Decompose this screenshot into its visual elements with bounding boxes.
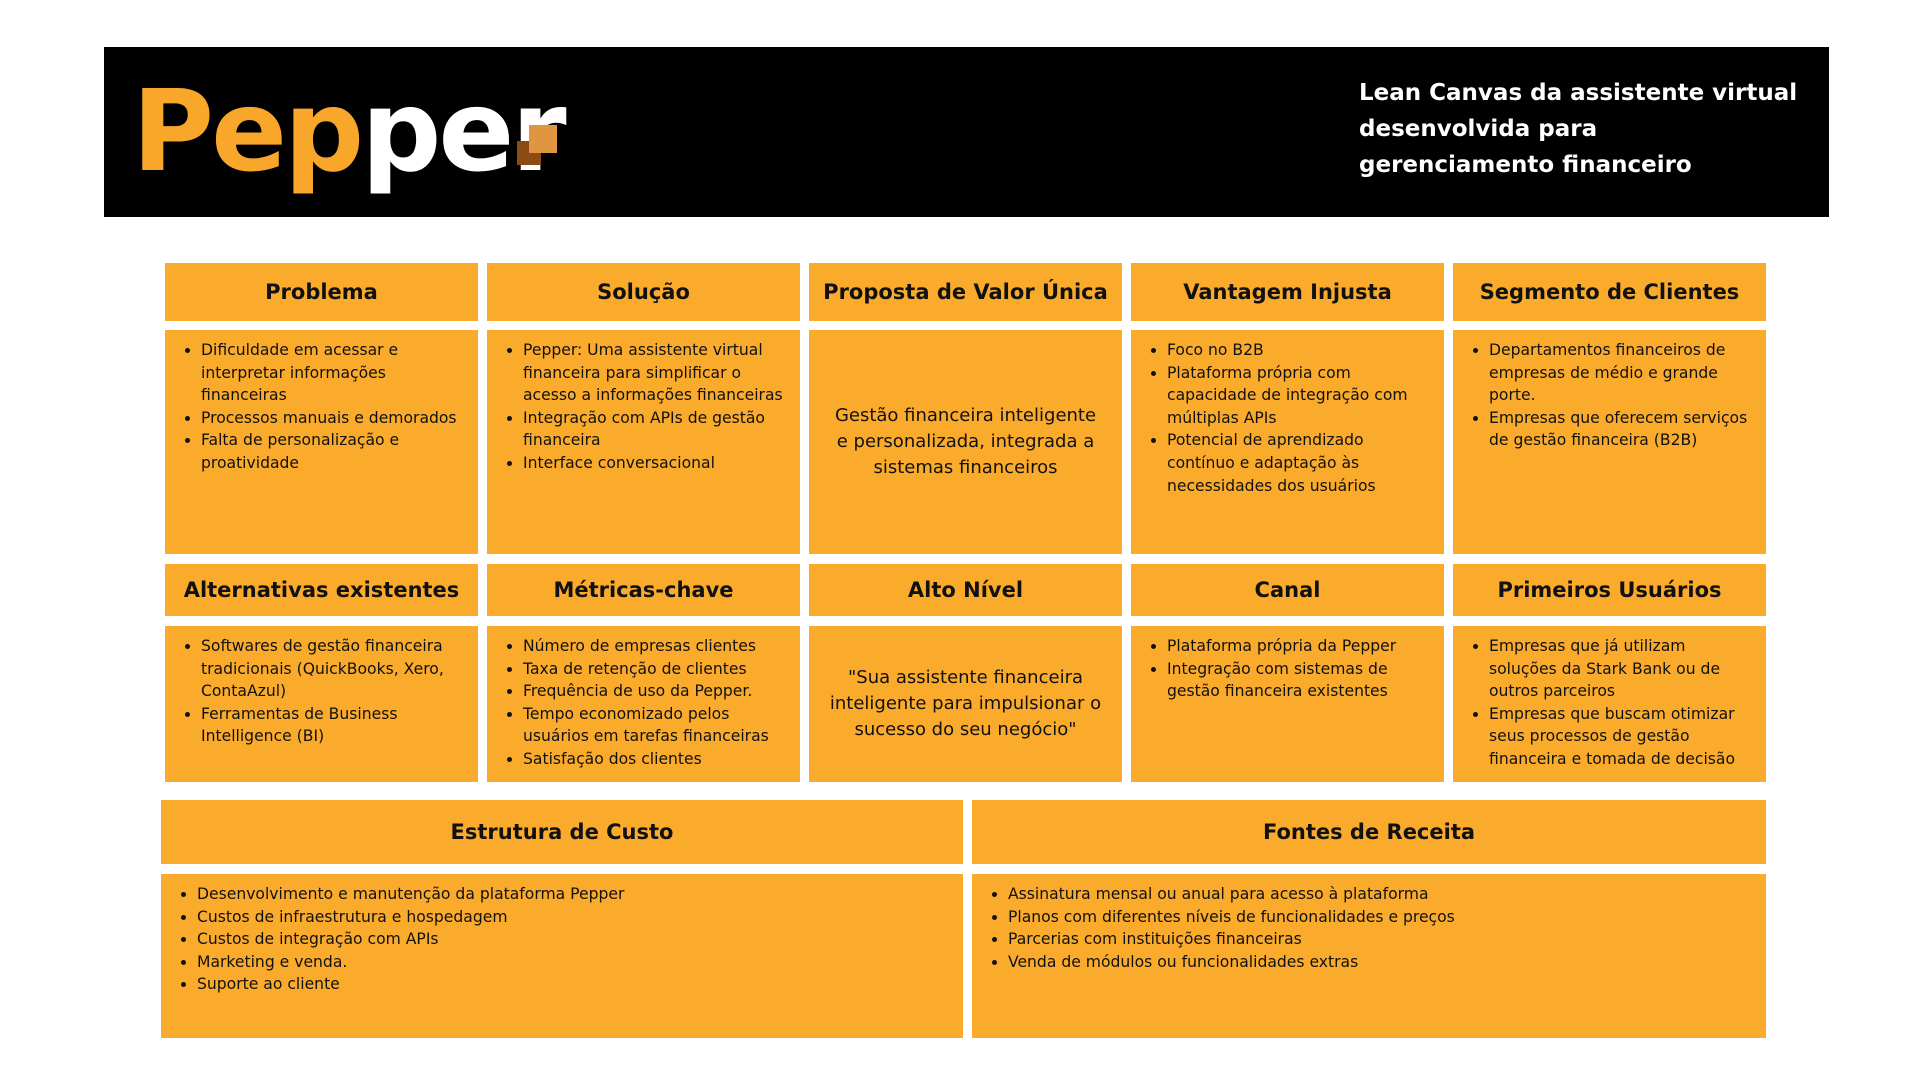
custo-title: Estrutura de Custo <box>161 800 963 864</box>
list-item: Custos de infraestrutura e hospedagem <box>197 906 953 929</box>
alternativas-list: Softwares de gestão financeira tradicion… <box>165 626 478 748</box>
list-item: Falta de personalização e proatividade <box>201 429 468 474</box>
solucao-body: Pepper: Uma assistente virtual financeir… <box>487 330 800 554</box>
list-item: Plataforma própria da Pepper <box>1167 635 1434 658</box>
receita-title: Fontes de Receita <box>972 800 1766 864</box>
receita-body: Assinatura mensal ou anual para acesso à… <box>972 874 1766 1038</box>
list-item: Empresas que já utilizam soluções da Sta… <box>1489 635 1756 703</box>
custo-body: Desenvolvimento e manutenção da platafor… <box>161 874 963 1038</box>
canal-body: Plataforma própria da Pepper Integração … <box>1131 626 1444 782</box>
vantagem-title: Vantagem Injusta <box>1131 263 1444 321</box>
list-item: Frequência de uso da Pepper. <box>523 680 790 703</box>
primeiros-body: Empresas que já utilizam soluções da Sta… <box>1453 626 1766 782</box>
list-item: Desenvolvimento e manutenção da platafor… <box>197 883 953 906</box>
list-item: Pepper: Uma assistente virtual financeir… <box>523 339 790 407</box>
receita-list: Assinatura mensal ou anual para acesso à… <box>972 874 1766 973</box>
metricas-title: Métricas-chave <box>487 564 800 616</box>
page-title: Lean Canvas da assistente virtual desenv… <box>1359 80 1798 178</box>
list-item: Assinatura mensal ou anual para acesso à… <box>1008 883 1756 906</box>
vantagem-list: Foco no B2B Plataforma própria com capac… <box>1131 330 1444 497</box>
canal-title: Canal <box>1131 564 1444 616</box>
vantagem-body: Foco no B2B Plataforma própria com capac… <box>1131 330 1444 554</box>
solucao-title: Solução <box>487 263 800 321</box>
logo-text-orange: Pep <box>132 67 364 197</box>
list-item: Taxa de retenção de clientes <box>523 658 790 681</box>
list-item: Marketing e venda. <box>197 951 953 974</box>
list-item: Satisfação dos clientes <box>523 748 790 771</box>
proposta-title: Proposta de Valor Única <box>809 263 1122 321</box>
segmento-body: Departamentos financeiros de empresas de… <box>1453 330 1766 554</box>
list-item: Empresas que oferecem serviços de gestão… <box>1489 407 1756 452</box>
list-item: Departamentos financeiros de empresas de… <box>1489 339 1756 407</box>
list-item: Venda de módulos ou funcionalidades extr… <box>1008 951 1756 974</box>
alto-nivel-body: "Sua assistente financeira inteligente p… <box>809 626 1122 782</box>
logo-squares-icon <box>517 125 561 167</box>
list-item: Interface conversacional <box>523 452 790 475</box>
canal-list: Plataforma própria da Pepper Integração … <box>1131 626 1444 703</box>
alto-nivel-title: Alto Nível <box>809 564 1122 616</box>
problema-list: Dificuldade em acessar e interpretar inf… <box>165 330 478 475</box>
problema-body: Dificuldade em acessar e interpretar inf… <box>165 330 478 554</box>
list-item: Integração com APIs de gestão financeira <box>523 407 790 452</box>
list-item: Tempo economizado pelos usuários em tare… <box>523 703 790 748</box>
problema-title: Problema <box>165 263 478 321</box>
solucao-list: Pepper: Uma assistente virtual financeir… <box>487 330 800 475</box>
list-item: Potencial de aprendizado contínuo e adap… <box>1167 429 1434 497</box>
alternativas-title: Alternativas existentes <box>165 564 478 616</box>
list-item: Empresas que buscam otimizar seus proces… <box>1489 703 1756 771</box>
metricas-body: Número de empresas clientes Taxa de rete… <box>487 626 800 782</box>
list-item: Softwares de gestão financeira tradicion… <box>201 635 468 703</box>
header-banner: Pepper Lean Canvas da assistente virtual… <box>104 47 1829 217</box>
alternativas-body: Softwares de gestão financeira tradicion… <box>165 626 478 782</box>
list-item: Número de empresas clientes <box>523 635 790 658</box>
metricas-list: Número de empresas clientes Taxa de rete… <box>487 626 800 771</box>
list-item: Custos de integração com APIs <box>197 928 953 951</box>
custo-list: Desenvolvimento e manutenção da platafor… <box>161 874 963 996</box>
list-item: Dificuldade em acessar e interpretar inf… <box>201 339 468 407</box>
list-item: Planos com diferentes níveis de funciona… <box>1008 906 1756 929</box>
list-item: Plataforma própria com capacidade de int… <box>1167 362 1434 430</box>
proposta-body: Gestão financeira inteligente e personal… <box>809 330 1122 554</box>
list-item: Foco no B2B <box>1167 339 1434 362</box>
segmento-list: Departamentos financeiros de empresas de… <box>1453 330 1766 452</box>
pepper-logo: Pepper <box>132 57 567 207</box>
list-item: Processos manuais e demorados <box>201 407 468 430</box>
list-item: Integração com sistemas de gestão financ… <box>1167 658 1434 703</box>
primeiros-list: Empresas que já utilizam soluções da Sta… <box>1453 626 1766 771</box>
segmento-title: Segmento de Clientes <box>1453 263 1766 321</box>
primeiros-title: Primeiros Usuários <box>1453 564 1766 616</box>
list-item: Suporte ao cliente <box>197 973 953 996</box>
list-item: Parcerias com instituições financeiras <box>1008 928 1756 951</box>
list-item: Ferramentas de Business Intelligence (BI… <box>201 703 468 748</box>
